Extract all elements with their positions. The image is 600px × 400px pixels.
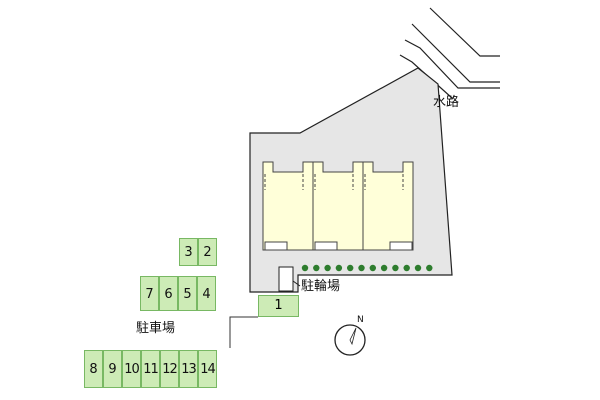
hedge-dot (369, 264, 376, 272)
parking-space-6: 6 (159, 276, 178, 311)
driveway-line (229, 316, 258, 348)
hedge-dot (358, 264, 365, 272)
parking-space-11: 11 (141, 350, 160, 388)
building-unit-3 (362, 161, 414, 251)
hedge-dot (414, 264, 422, 272)
parking-space-5: 5 (178, 276, 197, 311)
waterway-label: 水路 (433, 95, 460, 110)
parking-space-9: 9 (103, 350, 122, 388)
parking-space-2: 2 (198, 238, 217, 266)
hedge-dot (347, 264, 354, 272)
parking-space-14: 14 (198, 350, 217, 388)
hedge-dot (313, 264, 320, 272)
parking-space-3: 3 (179, 238, 198, 266)
building-unit-2 (312, 161, 364, 251)
hedge-dot (301, 264, 309, 272)
bicycle-parking-leader (292, 280, 301, 287)
parking-label: 駐車場 (136, 321, 176, 336)
parking-space-7: 7 (140, 276, 159, 311)
bicycle-parking-label: 駐輪場 (301, 279, 341, 294)
north-arrow-compass (334, 324, 366, 356)
hedge-dot (403, 264, 410, 272)
parking-space-4: 4 (197, 276, 216, 311)
bicycle-parking-box (278, 266, 294, 292)
parking-space-12: 12 (160, 350, 179, 388)
hedge-dot (380, 264, 388, 272)
parking-space-10: 10 (122, 350, 141, 388)
north-label: N (357, 315, 364, 325)
hedge-dot (392, 264, 399, 272)
building-unit-1 (262, 161, 314, 251)
hedge-dot (335, 264, 343, 272)
parking-space-8: 8 (84, 350, 103, 388)
hedge-dot (426, 264, 433, 272)
hedge-row (301, 264, 433, 272)
building (262, 161, 414, 251)
parking-space-1: 1 (258, 295, 299, 317)
parking-space-13: 13 (179, 350, 198, 388)
hedge-dot (324, 264, 331, 272)
